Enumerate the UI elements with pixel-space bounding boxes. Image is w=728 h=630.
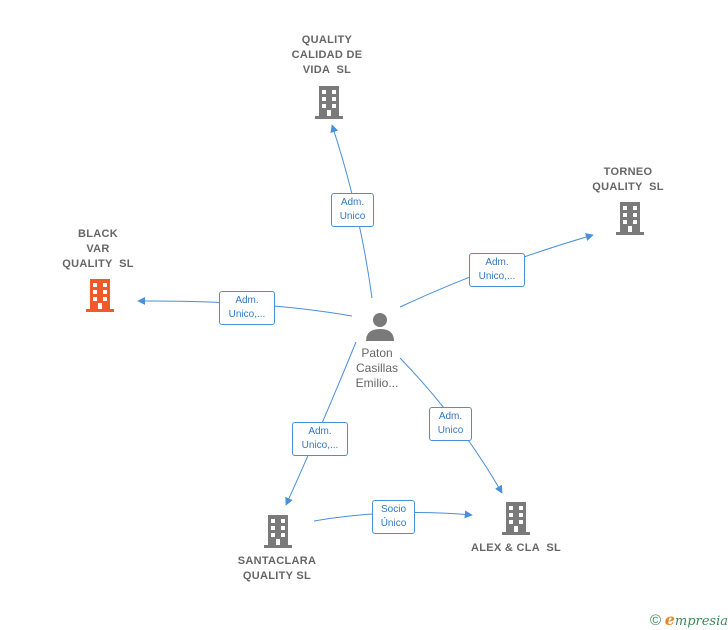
edge-label-line: Unico: [339, 211, 366, 222]
building-icon[interactable]: [262, 513, 294, 549]
building-icon[interactable]: [614, 200, 646, 236]
edge-label-santaclara-alex[interactable]: Socio Único: [372, 500, 415, 534]
edge-label-line: Socio: [380, 504, 406, 515]
edge-label-line: Unico,...: [301, 440, 339, 451]
building-icon[interactable]: [500, 500, 532, 536]
copyright-brand: © empresia: [650, 610, 728, 629]
edge-label-line: Unico: [437, 425, 464, 436]
building-icon[interactable]: [313, 84, 345, 120]
node-label-line: VAR: [86, 243, 110, 255]
node-label-line: QUALITY: [301, 34, 353, 46]
brand-name: mpresia: [674, 614, 728, 629]
node-label-santaclara: SANTACLARA QUALITY SL: [222, 554, 332, 584]
edge-label-to-alex[interactable]: Adm. Unico: [429, 407, 472, 441]
edge-label-line: Adm.: [235, 295, 259, 306]
brand-initial: e: [664, 610, 675, 629]
node-label-line: SANTACLARA: [237, 555, 317, 567]
edge-label-line: Adm.: [485, 257, 509, 268]
node-label-line: VIDA SL: [302, 64, 352, 76]
edge-label-to-black[interactable]: Adm. Unico,...: [219, 291, 275, 325]
copyright-symbol: ©: [650, 612, 662, 629]
edge-label-to-torneo[interactable]: Adm. Unico,...: [469, 253, 525, 287]
node-label-line: QUALITY SL: [242, 570, 312, 582]
node-label-line: Casillas: [355, 361, 398, 375]
node-label-line: QUALITY SL: [62, 258, 134, 270]
node-label-torneo: TORNEO QUALITY SL: [573, 165, 683, 195]
node-label-line: CALIDAD DE: [291, 49, 363, 61]
edge-label-line: Unico,...: [228, 309, 266, 320]
edge-label-line: Adm.: [340, 197, 365, 208]
node-label-alex: ALEX & CLA SL: [456, 541, 576, 556]
node-label-line: BLACK: [78, 228, 118, 240]
node-label-line: Emilio...: [355, 376, 399, 390]
node-label-line: ALEX & CLA SL: [471, 542, 561, 554]
node-label-line: TORNEO: [603, 166, 653, 178]
building-icon-highlighted[interactable]: [84, 277, 116, 313]
node-label-line: QUALITY SL: [592, 181, 664, 193]
node-label-person: Paton Casillas Emilio...: [327, 346, 427, 391]
person-icon[interactable]: [364, 310, 396, 342]
edge-label-to-santaclara[interactable]: Adm. Unico,...: [292, 422, 348, 456]
node-label-black-var: BLACK VAR QUALITY SL: [43, 227, 153, 272]
edge-label-line: Adm.: [308, 426, 332, 437]
node-label-line: Paton: [361, 346, 393, 360]
edge-label-line: Unico,...: [478, 271, 516, 282]
edge-label-line: Único: [380, 518, 407, 529]
edge-label-line: Adm.: [438, 411, 463, 422]
node-label-quality-calidad: QUALITY CALIDAD DE VIDA SL: [272, 33, 382, 78]
edge-label-to-quality[interactable]: Adm. Unico: [331, 193, 374, 227]
